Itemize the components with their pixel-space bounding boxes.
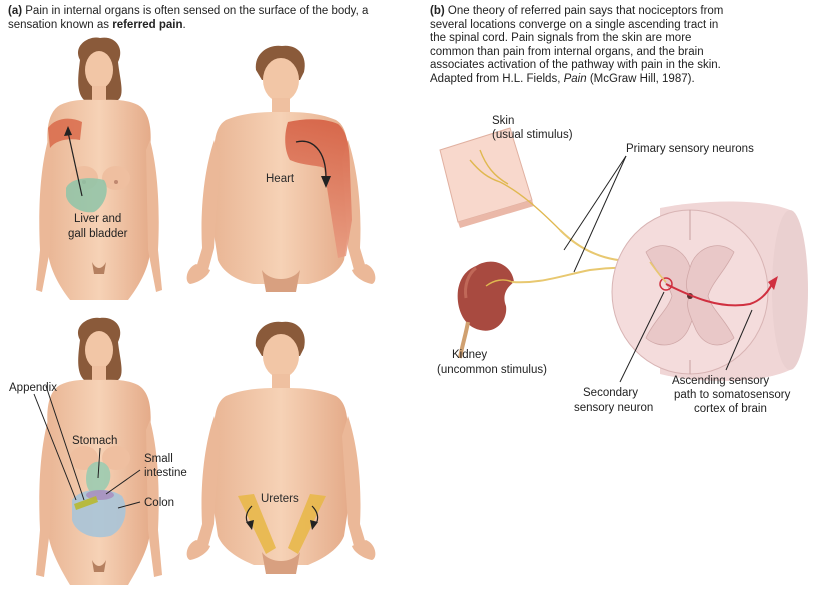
caption-b-line-2: several locations converge on a single a…	[430, 18, 719, 31]
caption-a-end: .	[182, 18, 186, 31]
label-small-intestine-line2: intestine	[144, 467, 187, 479]
female-figure-top	[36, 37, 162, 300]
caption-b: (b) One theory of referred pain says tha…	[430, 5, 790, 86]
caption-a-letter: (a)	[8, 5, 23, 17]
appendix-area	[74, 496, 98, 510]
label-secondary-line1: Secondary	[583, 387, 638, 399]
female-figure-bottom	[33, 317, 162, 585]
caption-a-bold: referred pain	[112, 18, 183, 31]
caption-a: (a) Pain in internal organs is often sen…	[8, 5, 403, 32]
caption-b-line-4: common than pain from internal organs, a…	[430, 45, 704, 58]
synapse-burst	[659, 277, 673, 291]
kidney	[457, 261, 514, 359]
ureter-area-left	[238, 494, 276, 554]
ascending-pathway	[665, 283, 773, 307]
label-small-intestine-line1: Small	[144, 453, 173, 465]
label-primary-neurons: Primary sensory neurons	[626, 143, 754, 155]
caption-a-text: Pain in internal organs is often sensed …	[8, 5, 369, 31]
label-ascending-line1: Ascending sensory	[672, 375, 769, 387]
label-liver-line1: Liver and	[74, 213, 121, 225]
referred-pain-area-heart-arm	[285, 119, 352, 258]
label-liver-line2: gall bladder	[68, 228, 128, 240]
label-heart: Heart	[266, 173, 295, 185]
label-ascending-line3: cortex of brain	[694, 403, 767, 415]
male-figure-top	[186, 45, 376, 292]
skin-patch	[439, 127, 561, 231]
male-figure-bottom	[186, 321, 376, 574]
caption-b-letter: (b)	[430, 5, 445, 17]
label-skin-line1: Skin	[492, 115, 514, 127]
label-kidney-line2: (uncommon stimulus)	[437, 364, 547, 376]
referred-pain-area-shoulder	[48, 118, 82, 148]
label-skin-line2: (usual stimulus)	[492, 129, 573, 141]
label-colon: Colon	[144, 497, 174, 509]
label-appendix: Appendix	[9, 382, 57, 394]
spinal-cord	[611, 201, 808, 382]
liver-area	[66, 178, 107, 213]
caption-b-line-3: the spinal cord. Pain signals from the s…	[430, 32, 692, 44]
label-stomach: Stomach	[72, 435, 117, 447]
caption-b-adapted: Adapted from H.L. Fields,	[430, 72, 561, 85]
caption-b-adapted-italic: Pain	[563, 72, 587, 85]
ureter-area-right	[288, 494, 326, 554]
label-kidney-line1: Kidney	[452, 349, 487, 361]
label-ascending-line2: path to somatosensory	[674, 389, 791, 401]
label-ureters: Ureters	[261, 493, 299, 505]
caption-b-adapted-suffix: (McGraw Hill, 1987).	[589, 72, 695, 85]
caption-b-line-1: One theory of referred pain says that no…	[447, 5, 724, 17]
caption-b-line-5: associates activation of the pathway wit…	[430, 59, 721, 71]
label-secondary-line2: sensory neuron	[574, 402, 653, 414]
